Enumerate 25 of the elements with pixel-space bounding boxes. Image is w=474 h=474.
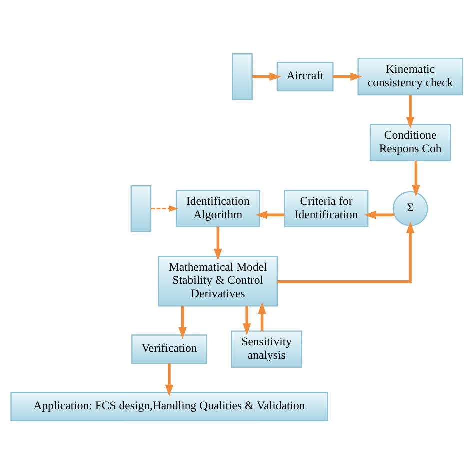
arrow — [178, 306, 187, 339]
arrow — [412, 160, 420, 196]
arrow — [242, 306, 252, 335]
node-box: Aircraft — [276, 62, 334, 92]
arrow — [406, 94, 415, 128]
arrow — [214, 226, 222, 260]
node-box: Mathematical Model Stability & Control Derivatives — [158, 256, 278, 306]
node-circle: Σ — [392, 190, 428, 226]
node-box — [130, 184, 152, 232]
arrow — [256, 210, 285, 219]
arrow — [151, 205, 178, 212]
node-box: Identification Algorithm — [176, 190, 260, 227]
arrow — [277, 221, 415, 283]
node-box — [232, 53, 253, 100]
arrow — [165, 363, 174, 396]
node-box: Conditione Respons Coh — [370, 124, 452, 162]
arrow — [252, 72, 282, 81]
node-box: Criteria for Identification — [284, 190, 369, 227]
node-box: Verification — [132, 334, 208, 364]
arrow — [364, 210, 395, 219]
node-box: Application: FCS design,Handling Qualities & Validation — [10, 392, 328, 421]
arrow — [258, 302, 266, 331]
arrow — [333, 72, 362, 81]
node-box: Sensitivity analysis — [231, 330, 302, 368]
node-box: Kinematic consistency check — [358, 58, 464, 96]
